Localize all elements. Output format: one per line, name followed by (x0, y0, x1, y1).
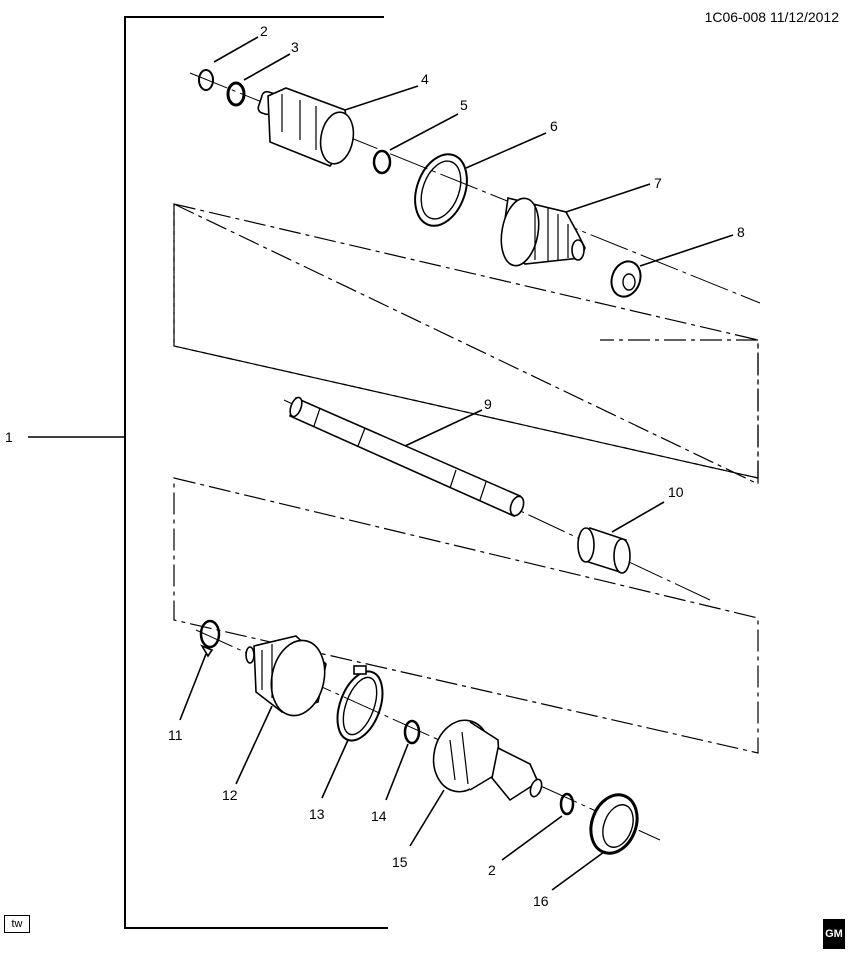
callout-9: 9 (484, 396, 492, 412)
upper-phantom-box (173, 203, 759, 485)
part-damper (577, 501, 665, 574)
part-retaining-ring-14 (385, 719, 421, 801)
diagram-reference: 1C06-008 11/12/2012 (704, 9, 839, 25)
callout-1: 1 (5, 429, 13, 445)
part-retaining-ring-3 (226, 53, 291, 107)
gm-logo: GM (823, 919, 845, 949)
callout-4: 4 (421, 71, 429, 87)
assembly-bracket (124, 16, 388, 929)
part-boot-clamp-6 (414, 132, 547, 227)
tw-badge: tw (4, 915, 30, 933)
part-axle-shaft (289, 396, 525, 518)
part-boot-clamp-13 (321, 665, 384, 799)
part-snap-ring-bottom (501, 792, 575, 861)
callout-2-bottom: 2 (488, 862, 496, 878)
part-snap-ring-top (198, 36, 259, 91)
part-deflector-ring (610, 234, 734, 298)
callout-7: 7 (654, 175, 662, 191)
part-clamp-11 (179, 619, 221, 721)
callout-14: 14 (371, 808, 387, 824)
callout-2-top: 2 (260, 23, 268, 39)
callout-13: 13 (309, 806, 325, 822)
callout-5: 5 (460, 97, 468, 113)
callout-6: 6 (550, 118, 558, 134)
callout-11: 11 (168, 727, 183, 743)
callout-16: 16 (533, 893, 549, 909)
callout-8: 8 (737, 224, 745, 240)
part-seal (551, 793, 639, 891)
part-inner-housing (257, 85, 419, 167)
part-outer-cv-joint (409, 719, 543, 847)
callout-3: 3 (291, 39, 299, 55)
part-inner-boot (500, 183, 651, 267)
part-retaining-ring-5 (372, 113, 459, 175)
callout-10: 10 (668, 484, 684, 500)
lower-phantom-box-edges (173, 477, 759, 754)
callout-15: 15 (392, 854, 408, 870)
upper-phantom-box-edges (173, 203, 759, 479)
callout-12: 12 (222, 787, 238, 803)
part-outer-boot (235, 635, 327, 785)
